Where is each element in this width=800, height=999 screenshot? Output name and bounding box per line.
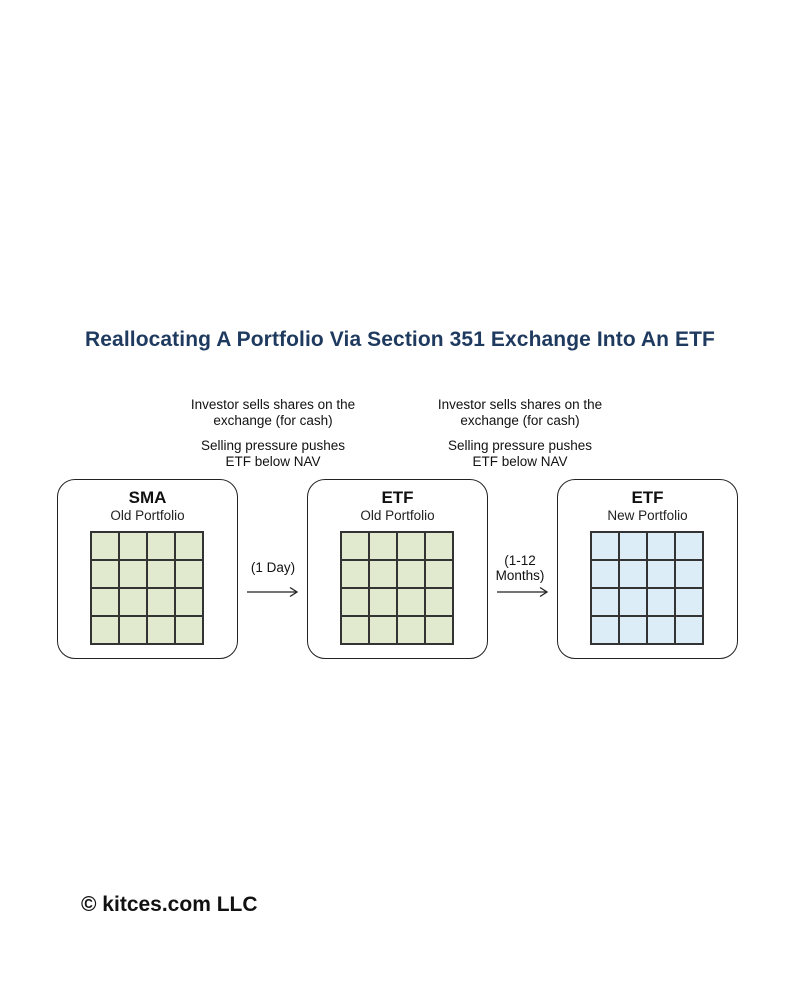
connector-line: (1 Day) (250, 560, 296, 575)
grid-cell (647, 560, 675, 588)
connector-line: Months) (495, 568, 545, 583)
box-sma-old-portfolio: SMA Old Portfolio (57, 479, 238, 659)
grid-cell (591, 532, 619, 560)
grid-cell (591, 588, 619, 616)
grid-cell (397, 588, 425, 616)
grid-cell (397, 560, 425, 588)
note-line: exchange (for cash) (213, 413, 333, 428)
grid-cell (675, 588, 703, 616)
diagram-title: Reallocating A Portfolio Via Section 351… (85, 328, 715, 351)
grid-cell (619, 560, 647, 588)
grid-cell (647, 588, 675, 616)
grid-cell (675, 560, 703, 588)
note-line: exchange (for cash) (460, 413, 580, 428)
arrow-right-icon (247, 586, 299, 598)
grid-cell (175, 560, 203, 588)
box-title: SMA (128, 488, 167, 507)
box-title: ETF (631, 488, 664, 507)
grid-cell (369, 560, 397, 588)
grid-cell (675, 532, 703, 560)
connector-label-1-day: (1 Day) (233, 560, 313, 575)
grid-cell (341, 532, 369, 560)
grid-cell (647, 532, 675, 560)
grid-cell (397, 532, 425, 560)
grid-cell (397, 616, 425, 644)
box-etf-new-portfolio: ETF New Portfolio (557, 479, 738, 659)
grid-cell (147, 560, 175, 588)
grid-cell (175, 588, 203, 616)
grid-cell (369, 616, 397, 644)
grid-cell (91, 588, 119, 616)
grid-cell (425, 560, 453, 588)
note-line: Investor sells shares on the (437, 397, 603, 412)
note-line: Selling pressure pushes (200, 438, 346, 453)
grid-cell (119, 560, 147, 588)
grid-cell (147, 588, 175, 616)
portfolio-grid (90, 531, 204, 645)
box-title: ETF (381, 488, 414, 507)
grid-cell (425, 616, 453, 644)
grid-cell (91, 560, 119, 588)
grid-cell (119, 588, 147, 616)
grid-cell (175, 532, 203, 560)
box-etf-old-portfolio: ETF Old Portfolio (307, 479, 488, 659)
grid-cell (619, 532, 647, 560)
arrow-right-icon (497, 586, 549, 598)
grid-cell (175, 616, 203, 644)
grid-cell (619, 616, 647, 644)
grid-cell (425, 588, 453, 616)
grid-cell (647, 616, 675, 644)
grid-cell (369, 532, 397, 560)
connector-line: (1-12 (504, 553, 536, 568)
grid-cell (619, 588, 647, 616)
grid-cell (675, 616, 703, 644)
box-subtitle: New Portfolio (607, 508, 688, 523)
grid-cell (119, 616, 147, 644)
grid-cell (425, 532, 453, 560)
note-etf-old: Investor sells shares on the exchange (f… (153, 397, 393, 470)
grid-cell (91, 532, 119, 560)
note-line: ETF below NAV (225, 454, 321, 469)
portfolio-grid (590, 531, 704, 645)
grid-cell (341, 560, 369, 588)
box-subtitle: Old Portfolio (360, 508, 435, 523)
note-line: ETF below NAV (472, 454, 568, 469)
grid-cell (591, 560, 619, 588)
grid-cell (147, 616, 175, 644)
grid-cell (147, 532, 175, 560)
note-line: Investor sells shares on the (190, 397, 356, 412)
note-etf-new: Investor sells shares on the exchange (f… (400, 397, 640, 470)
grid-cell (91, 616, 119, 644)
box-subtitle: Old Portfolio (110, 508, 185, 523)
portfolio-grid (340, 531, 454, 645)
copyright-footer: © kitces.com LLC (81, 893, 258, 916)
grid-cell (369, 588, 397, 616)
note-line: Selling pressure pushes (447, 438, 593, 453)
grid-cell (591, 616, 619, 644)
grid-cell (341, 616, 369, 644)
connector-label-1-12-months: (1-12 Months) (480, 553, 560, 583)
grid-cell (119, 532, 147, 560)
grid-cell (341, 588, 369, 616)
